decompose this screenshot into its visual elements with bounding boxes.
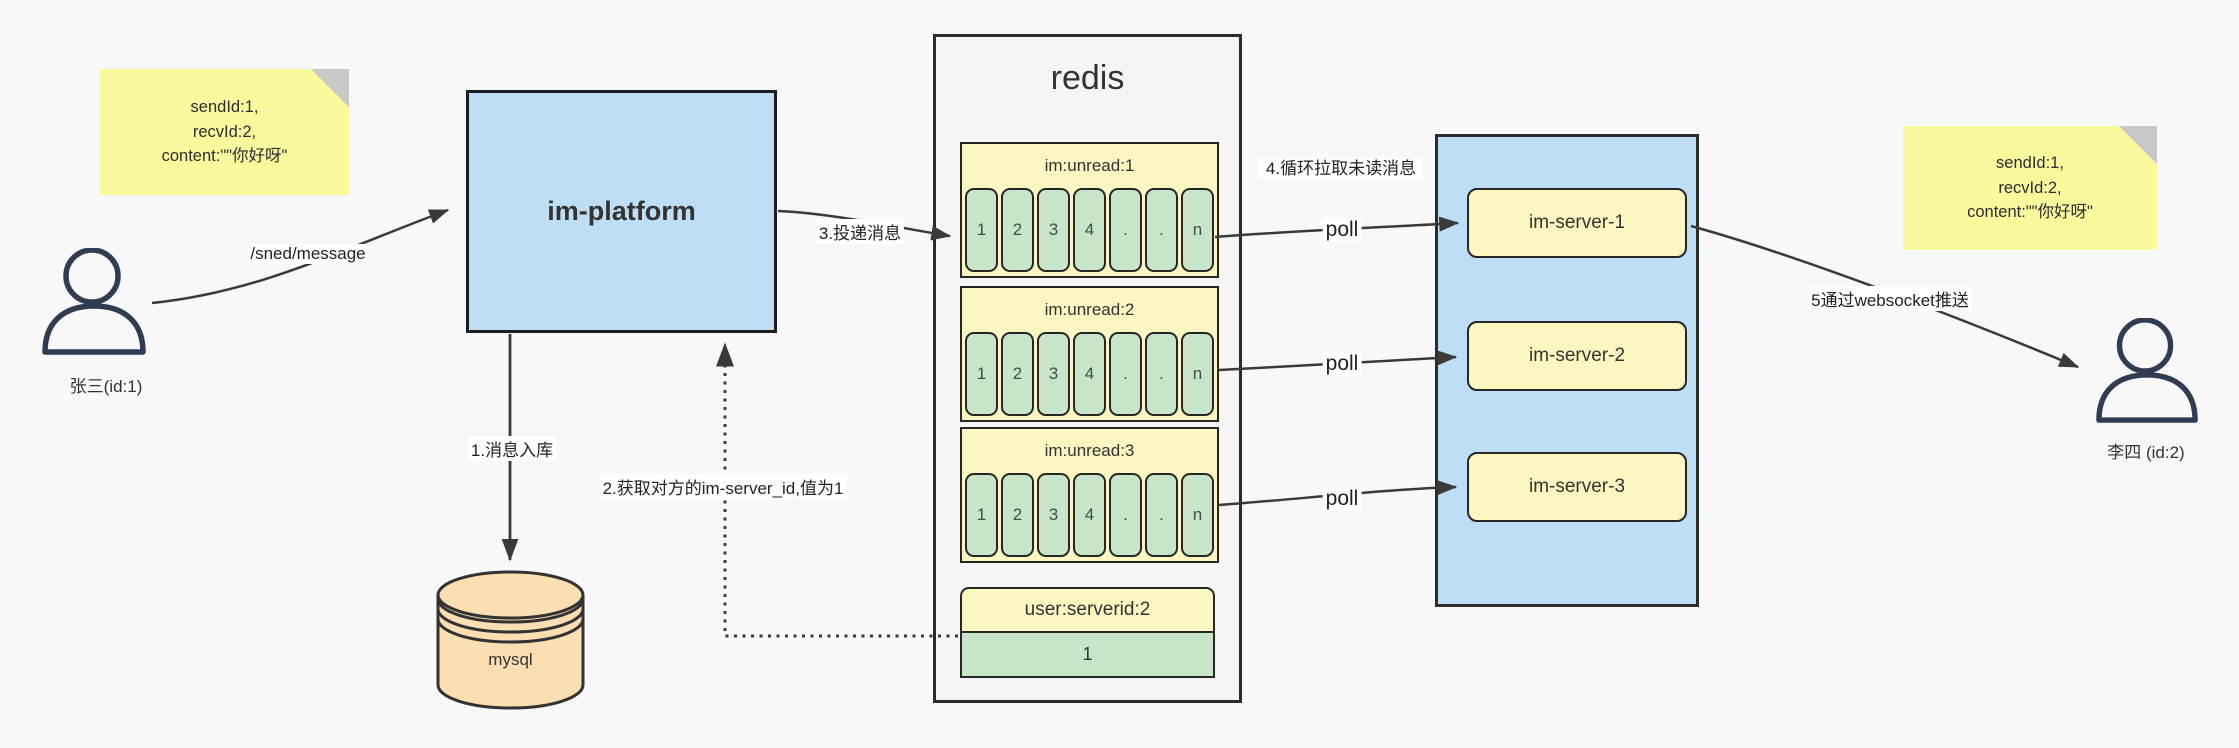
queue-cell: 2 (1001, 473, 1034, 557)
redis-queue-unread-1: im:unread:1 1 2 3 4 . . n (960, 142, 1219, 278)
queue-cell: . (1145, 188, 1178, 272)
edge-label-send-api: /sned/message (247, 244, 369, 264)
queue-cell: 3 (1037, 473, 1070, 557)
database-cylinder-icon (436, 570, 585, 710)
queue-cell: . (1109, 188, 1142, 272)
im-server-label: im-server-1 (1528, 212, 1626, 233)
user-icon (42, 248, 146, 355)
queue-cell: 3 (1037, 332, 1070, 416)
im-server-3-node: im-server-3 (1467, 452, 1687, 522)
edge-label-poll-2: poll (1322, 352, 1362, 376)
sticky-note-left: sendId:1, recvId:2, content:""你好呀" (100, 69, 349, 195)
im-platform-label: im-platform (547, 196, 696, 226)
note-line: recvId:2, (1998, 178, 2062, 197)
queue-cell: . (1145, 332, 1178, 416)
queue-cell: 4 (1073, 188, 1106, 272)
queue-cell: n (1181, 188, 1214, 272)
im-server-label: im-server-2 (1528, 345, 1626, 366)
queue-cells: 1 2 3 4 . . n (962, 332, 1217, 416)
queue-cell: n (1181, 332, 1214, 416)
edge-label-step1: 1.消息入库 (467, 436, 557, 461)
queue-cell: 1 (965, 332, 998, 416)
redis-queue-unread-2: im:unread:2 1 2 3 4 . . n (960, 286, 1219, 422)
im-platform-node: im-platform (466, 90, 777, 333)
note-line: sendId:1, (1996, 153, 2064, 172)
kv-value: 1 (960, 633, 1215, 678)
queue-cell: . (1109, 332, 1142, 416)
edge-label-step2: 2.获取对方的im-server_id,值为1 (599, 474, 847, 499)
kv-header: user:serverid:2 (960, 587, 1215, 633)
sender-name: 张三(id:1) (69, 377, 143, 396)
queue-header: im:unread:3 (1044, 441, 1135, 460)
redis-title: redis (1050, 59, 1125, 97)
redis-kv-user-serverid: user:serverid:2 1 (960, 587, 1215, 678)
redis-queue-unread-3: im:unread:3 1 2 3 4 . . n (960, 427, 1219, 563)
mysql-label: mysql (488, 650, 533, 669)
receiver-name: 李四 (id:2) (2107, 443, 2185, 462)
edge-label-poll-1: poll (1322, 218, 1362, 242)
queue-cell: 3 (1037, 188, 1070, 272)
note-fold-corner (2119, 126, 2157, 164)
queue-header: im:unread:1 (1044, 156, 1135, 175)
queue-cells: 1 2 3 4 . . n (962, 473, 1217, 557)
im-server-label: im-server-3 (1528, 476, 1626, 497)
im-server-2-node: im-server-2 (1467, 321, 1687, 391)
im-server-1-node: im-server-1 (1467, 188, 1687, 258)
note-line: content:""你好呀" (161, 147, 288, 166)
queue-cells: 1 2 3 4 . . n (962, 188, 1217, 272)
queue-cell: . (1145, 473, 1178, 557)
note-line: content:""你好呀" (1967, 203, 2093, 222)
edge-label-step4: 4.循环拉取未读消息 (1259, 158, 1423, 180)
edge-label-step5: 5通过websocket推送 (1808, 286, 1972, 311)
queue-cell: . (1109, 473, 1142, 557)
queue-header: im:unread:2 (1044, 300, 1135, 319)
queue-cell: 2 (1001, 332, 1034, 416)
edge-label-poll-3: poll (1322, 487, 1362, 511)
edge-label-step3: 3.投递消息 (815, 219, 905, 244)
note-fold-corner (311, 69, 349, 107)
queue-cell: 1 (965, 188, 998, 272)
sticky-note-right: sendId:1, recvId:2, content:""你好呀" (1903, 126, 2157, 250)
queue-cell: n (1181, 473, 1214, 557)
queue-cell: 4 (1073, 332, 1106, 416)
note-line: recvId:2, (192, 122, 257, 141)
user-icon (2096, 318, 2198, 423)
queue-cell: 4 (1073, 473, 1106, 557)
queue-cell: 1 (965, 473, 998, 557)
queue-cell: 2 (1001, 188, 1034, 272)
note-line: sendId:1, (190, 97, 259, 116)
